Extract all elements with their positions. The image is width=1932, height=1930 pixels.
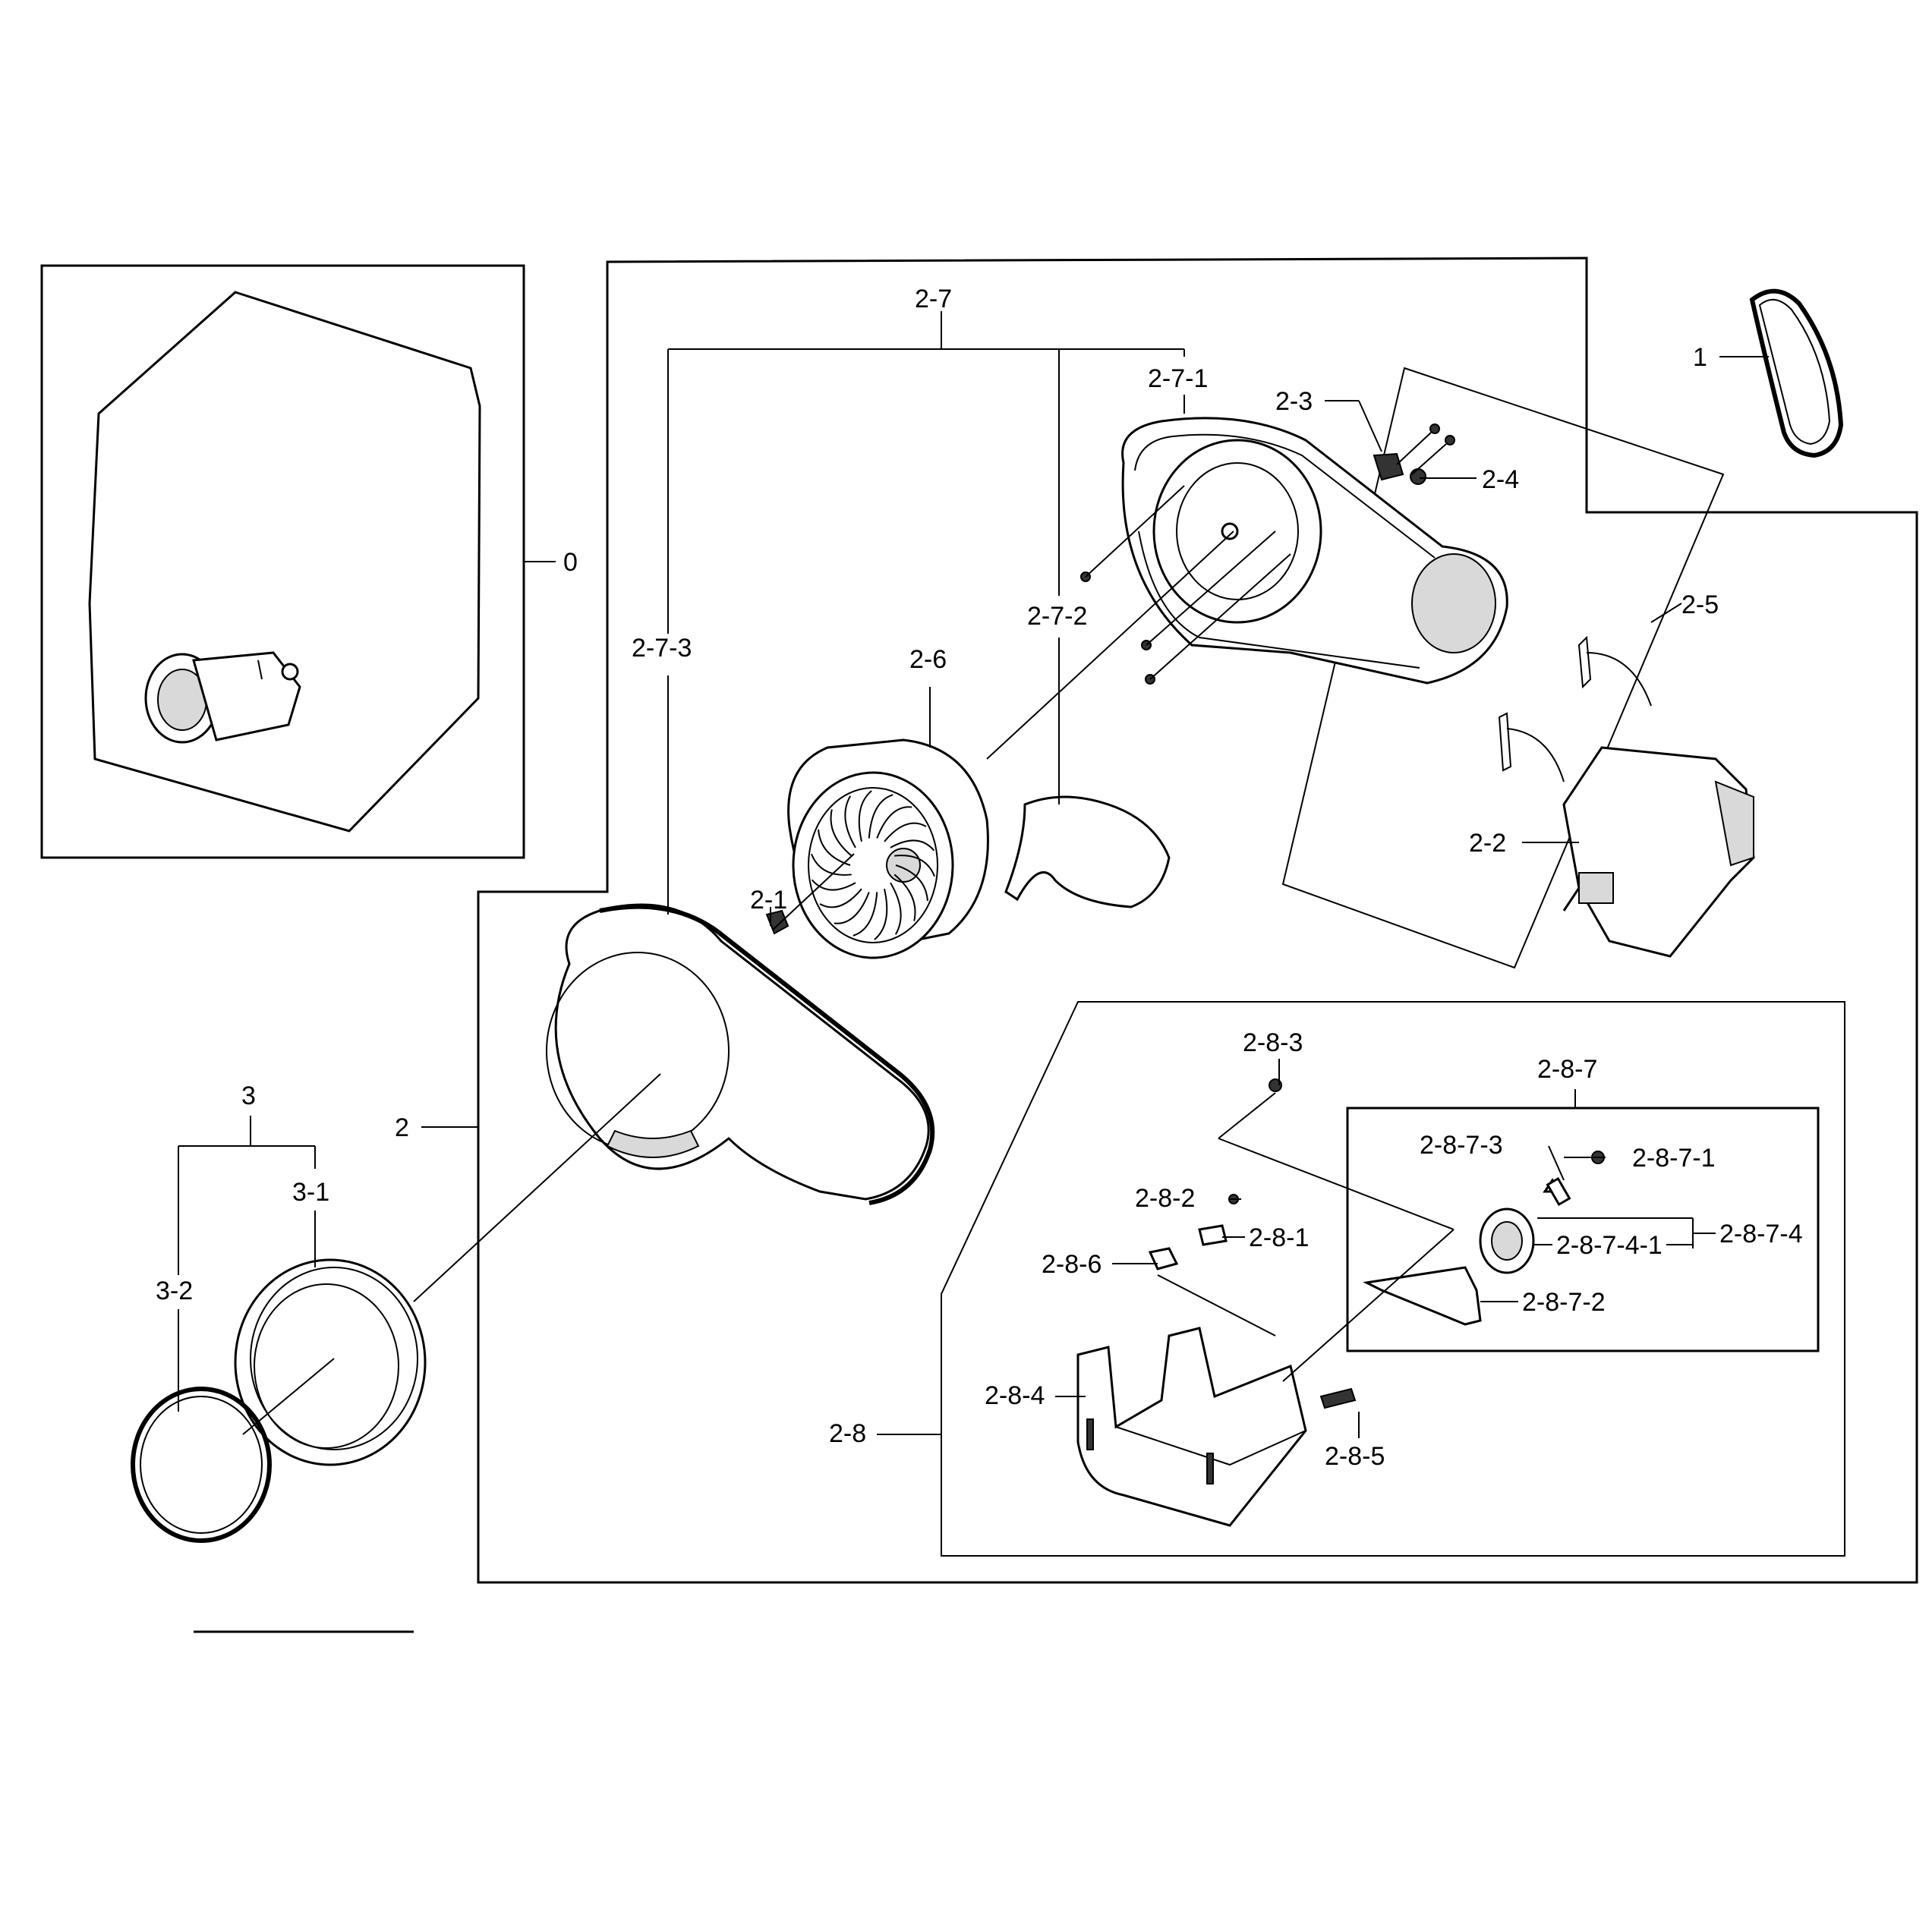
label-2-8-7-4: 2-8-7-4	[1719, 1220, 1803, 1248]
drive-motor	[1562, 746, 1755, 958]
label-3-1: 3-1	[292, 1178, 329, 1207]
callout-labels: 0 1 2 2-1 2-2 2-3 2-4 2-5 2-6 2-7 2-7-1 …	[156, 285, 1803, 1471]
idler-group-box	[1346, 1107, 1820, 1352]
blade	[858, 790, 872, 842]
motor-clips	[1498, 635, 1652, 782]
blade	[853, 892, 878, 937]
label-2-8-3: 2-8-3	[1243, 1028, 1303, 1057]
label-3-2: 3-2	[156, 1277, 193, 1305]
label-2-7: 2-7	[915, 285, 952, 313]
blade	[844, 795, 856, 849]
blade	[884, 822, 927, 842]
blade	[811, 853, 852, 876]
blade	[874, 888, 888, 940]
bracket-group-outline	[941, 1001, 1845, 1557]
blower-blades	[811, 790, 935, 940]
label-2-4: 2-4	[1482, 465, 1519, 494]
label-2-8-7-4-1: 2-8-7-4-1	[1556, 1231, 1663, 1260]
group-boxes	[40, 257, 1918, 1584]
blower-housing	[546, 903, 935, 1205]
blower-duct	[1004, 795, 1171, 908]
label-2-2: 2-2	[1469, 829, 1506, 858]
label-2: 2	[395, 1113, 409, 1142]
label-2-7-2: 2-7-2	[1027, 602, 1087, 631]
blade	[830, 809, 853, 857]
dryer-cabinet-outline	[88, 291, 481, 833]
bulkhead-seal	[131, 1387, 272, 1543]
blade	[876, 806, 912, 839]
label-2-8-2: 2-8-2	[1135, 1184, 1195, 1213]
cover-screws	[1080, 485, 1291, 685]
blower-housing-cover	[1121, 417, 1508, 685]
blower-wheel	[787, 738, 989, 959]
blade	[811, 879, 856, 891]
label-2-1: 2-1	[750, 886, 787, 915]
main-assembly-outline	[477, 257, 1918, 1584]
label-2-8-7: 2-8-7	[1537, 1055, 1597, 1084]
idler-pulley	[1363, 1151, 1605, 1326]
blade	[890, 882, 902, 935]
label-2-7-1: 2-7-1	[1148, 364, 1208, 393]
motor-group-outline	[1281, 367, 1725, 969]
blower-nut	[765, 909, 790, 935]
label-3: 3	[241, 1081, 256, 1110]
label-2-8-6: 2-8-6	[1042, 1250, 1102, 1279]
drive-belt	[1749, 288, 1844, 458]
label-2-3: 2-3	[1275, 387, 1313, 416]
blade	[894, 874, 916, 921]
label-2-5: 2-5	[1681, 590, 1719, 619]
dryer-overview	[88, 291, 481, 833]
label-2-8-7-1: 2-8-7-1	[1632, 1144, 1716, 1173]
blade	[819, 888, 862, 908]
leader-lines	[178, 311, 1769, 1438]
label-0: 0	[563, 548, 578, 577]
overview-drive-assembly	[144, 651, 301, 744]
label-2-6: 2-6	[909, 645, 947, 674]
label-2-8-5: 2-8-5	[1325, 1442, 1385, 1471]
blade	[834, 892, 870, 924]
label-2-8: 2-8	[829, 1419, 866, 1448]
label-2-8-1: 2-8-1	[1249, 1223, 1309, 1252]
label-2-7-3: 2-7-3	[632, 634, 692, 663]
overview-box	[40, 264, 525, 859]
motor-bracket	[1076, 1327, 1307, 1527]
sensor-hardware	[1373, 423, 1455, 485]
label-1: 1	[1693, 343, 1707, 372]
label-2-8-7-2: 2-8-7-2	[1522, 1288, 1606, 1317]
blade	[890, 839, 935, 852]
blade	[868, 794, 894, 839]
blade	[894, 855, 935, 877]
blade	[895, 864, 928, 902]
label-2-8-4: 2-8-4	[985, 1381, 1045, 1410]
label-2-8-7-3: 2-8-7-3	[1420, 1131, 1503, 1160]
